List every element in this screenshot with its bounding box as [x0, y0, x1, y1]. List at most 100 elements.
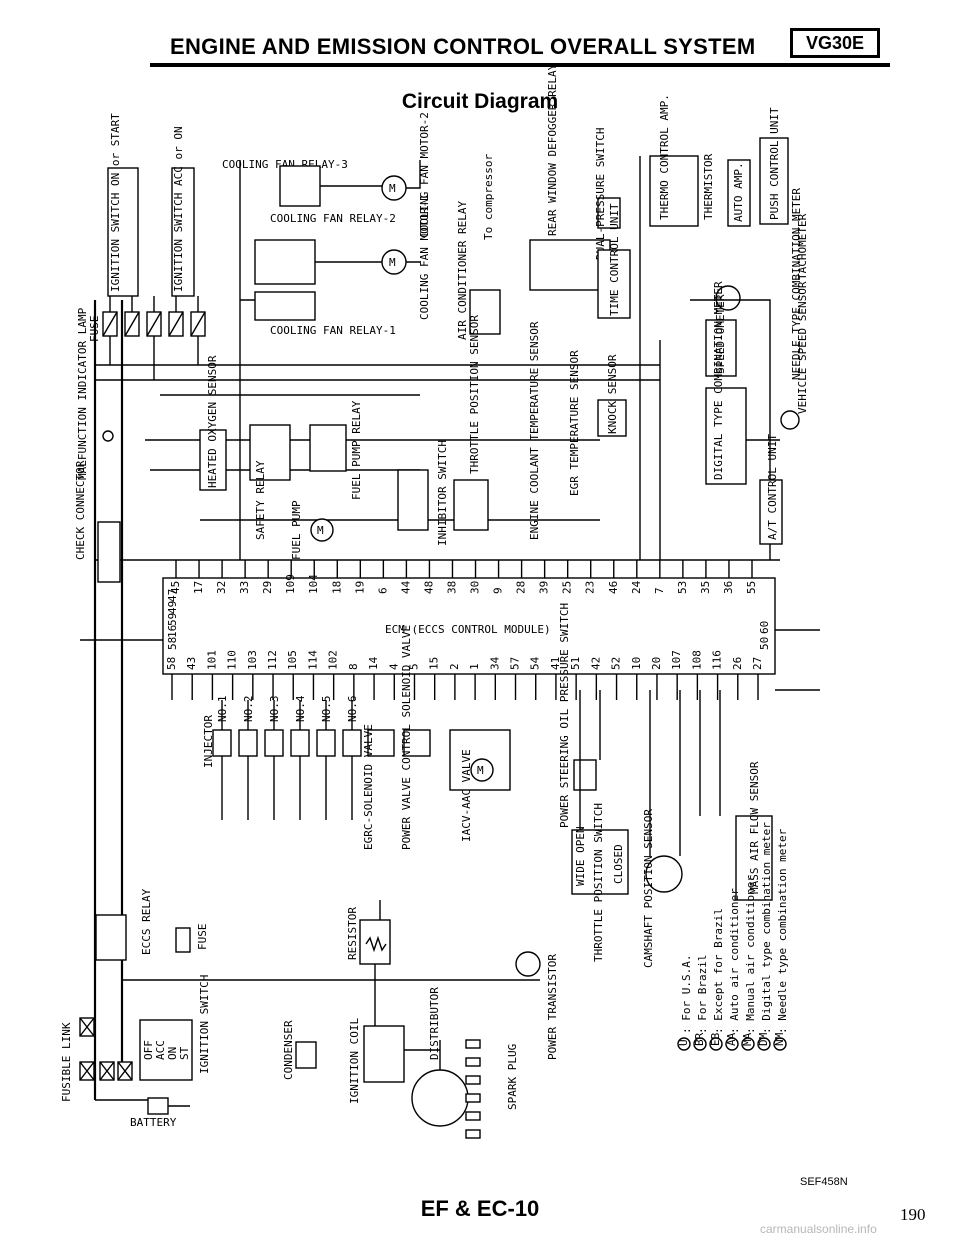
ecm-pin-top-25: 25 — [561, 581, 574, 594]
fan-wiring — [239, 160, 421, 560]
ecm-pin-bottom-116: 116 — [711, 650, 724, 670]
ecm-pin-top-33: 33 — [238, 581, 251, 594]
time-control-label: TIME CONTROL UNIT — [608, 203, 621, 316]
resistor-box — [359, 919, 391, 965]
ecm-pin-bottom-8: 8 — [347, 663, 360, 670]
ecm-pin-top-19: 19 — [353, 581, 366, 594]
knock-label: KNOCK SENSOR — [606, 354, 619, 434]
fuse-wires — [109, 296, 199, 380]
ecm-pin-bottom-43: 43 — [185, 657, 198, 670]
fuse-2-label: FUSE — [196, 924, 209, 951]
header-rule — [150, 63, 890, 67]
tachometer-gauge — [715, 285, 741, 311]
legend-text-br: : For Brazil — [696, 955, 709, 1034]
fuel-pump-relay-label: FUEL PUMP RELAY — [350, 400, 363, 500]
maf-sensor — [735, 815, 773, 901]
spark-plug-label: SPARK PLUG — [506, 1044, 519, 1110]
legend-text-eb: : Except for Brazil — [712, 908, 725, 1034]
ign-position-on: ON — [166, 1047, 179, 1060]
auto-amp — [727, 159, 751, 227]
injector-4 — [290, 729, 310, 757]
ecm-pin-top-48: 48 — [422, 581, 435, 594]
ecm-pin-bottom-20: 20 — [650, 657, 663, 670]
at-control-label: A/T CONTROL UNIT — [766, 434, 779, 540]
lower-right-wiring — [579, 690, 721, 856]
iacv-motor-symbol: M — [477, 764, 484, 777]
eccs-relay-label: ECCS RELAY — [140, 888, 153, 955]
injector-6 — [342, 729, 362, 757]
ecm-pin-bottom-105: 105 — [286, 650, 299, 670]
ign-switch-on-start-box — [107, 167, 139, 297]
legend-code-dm: DM — [757, 1032, 770, 1046]
power-valve-label: POWER VALVE CONTROL SOLENOID VALVE — [400, 625, 413, 850]
ecm-pin-bottom-41: 41 — [549, 657, 562, 670]
fuel-pump-motor — [310, 518, 334, 542]
fuel-pump-label: FUEL PUMP — [290, 500, 303, 560]
speedometer-label: SPEED-OMETER — [714, 294, 727, 374]
ecm-pin-top-7: 7 — [653, 587, 666, 594]
spark-plugs — [465, 1039, 481, 1139]
ignition-switch-block — [139, 1019, 193, 1081]
distributor — [411, 1069, 469, 1127]
ignition-switch-label: IGNITION SWITCH — [198, 975, 211, 1074]
ecm-pin-bottom-52: 52 — [610, 657, 623, 670]
ecm-pin-bottom-58: 58 — [165, 657, 178, 670]
ecm-pin-top-29: 29 — [261, 581, 274, 594]
ecm-pin-top-109: 109 — [284, 574, 297, 594]
wide-open-label: WIDE OPEN — [574, 826, 587, 886]
mil-lamp — [102, 430, 114, 442]
distributor-label: DISTRIBUTOR — [428, 987, 441, 1060]
page-footer: EF & EC-10 — [420, 1196, 540, 1221]
condenser — [295, 1041, 317, 1069]
motor-2-symbol: M — [389, 182, 396, 195]
ecm-pin-bottom-103: 103 — [246, 650, 259, 670]
ecm-pin-top-39: 39 — [538, 581, 551, 594]
legend-code-u: U — [677, 1039, 690, 1046]
ecm-pin-bottom-108: 108 — [690, 650, 703, 670]
dual-pressure-switch — [597, 197, 621, 229]
closed-label: CLOSED — [612, 844, 625, 884]
fuel-pump-relay — [309, 424, 347, 472]
ecm-pin-bottom-14: 14 — [367, 656, 380, 670]
legend-code-nm: NM — [773, 1032, 786, 1046]
inhibitor-switch — [397, 469, 429, 531]
ecm-pin-bottom-4: 4 — [387, 663, 400, 670]
check-connector-label: CHECK CONNECTOR — [74, 460, 87, 560]
engine-badge: VG30E — [790, 28, 880, 58]
ecm-pin-bottom-2: 2 — [448, 663, 461, 670]
ecm-pin-left-58: 58 — [166, 637, 179, 650]
ecm-feed-lines — [80, 559, 820, 691]
page-header: ENGINE AND EMISSION CONTROL OVERALL SYST… — [150, 28, 890, 70]
ecm-pin-bottom-34: 34 — [488, 656, 501, 670]
ect-label: ENGINE COOLANT TEMPERATURE SENSOR — [528, 321, 541, 540]
ecm-pin-bottom-107: 107 — [670, 650, 683, 670]
egr-temp-label: EGR TEMPERATURE SENSOR — [568, 350, 581, 496]
thermo-amp — [649, 155, 699, 227]
egrc-solenoid-label: EGRC-SOLENOID VALVE — [362, 724, 375, 850]
legend-text-ma: : Manual air conditioner — [744, 875, 757, 1034]
legend-text-nm: : Needle type combination meter — [776, 828, 789, 1034]
vss-symbol — [780, 410, 800, 430]
ecm-pin-bottom-114: 114 — [306, 650, 319, 670]
figure-code: SEF458N — [800, 1176, 848, 1188]
ecm-pin-top-18: 18 — [330, 581, 343, 594]
throttle-switch — [571, 829, 629, 895]
page-number: 190 — [900, 1205, 926, 1224]
power-bus — [95, 364, 660, 396]
ignition-wiring — [95, 900, 540, 1107]
ecm-pin-top-55: 55 — [745, 581, 758, 594]
ecm-pin-top-17: 17 — [192, 581, 205, 594]
injector-5 — [316, 729, 336, 757]
injector-label: INJECTOR — [202, 715, 215, 768]
ecm-pin-top-24: 24 — [630, 580, 643, 594]
ecm-pin-bottom-110: 110 — [226, 650, 239, 670]
iacv-motor — [470, 758, 494, 782]
egrc-solenoid — [367, 729, 395, 757]
legend-text-dm: : Digital type combination meter — [760, 822, 773, 1034]
camshaft-sensor — [645, 855, 683, 893]
